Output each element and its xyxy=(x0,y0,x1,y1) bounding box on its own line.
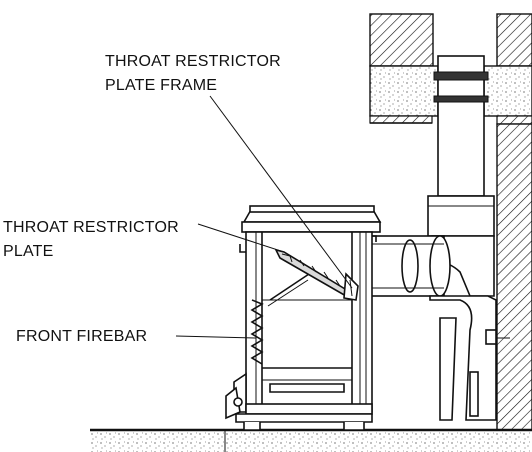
leader-lines xyxy=(175,95,353,339)
leader-frame xyxy=(209,95,353,289)
label-frame-line2: PLATE FRAME xyxy=(105,77,217,94)
flue-connector xyxy=(367,235,451,297)
label-plate-line1: THROAT RESTRICTOR xyxy=(3,219,179,236)
label-plate-line2: PLATE xyxy=(3,243,54,260)
hearth xyxy=(90,428,532,452)
rear-support xyxy=(429,295,510,421)
leader-plate xyxy=(197,223,285,253)
leader-firebar xyxy=(175,335,257,339)
chimney-breast xyxy=(369,13,532,125)
label-front-firebar: FRONT FIREBAR xyxy=(16,328,147,345)
label-frame-line1: THROAT RESTRICTOR xyxy=(105,53,281,70)
stove xyxy=(225,205,382,431)
back-wall xyxy=(496,123,532,431)
